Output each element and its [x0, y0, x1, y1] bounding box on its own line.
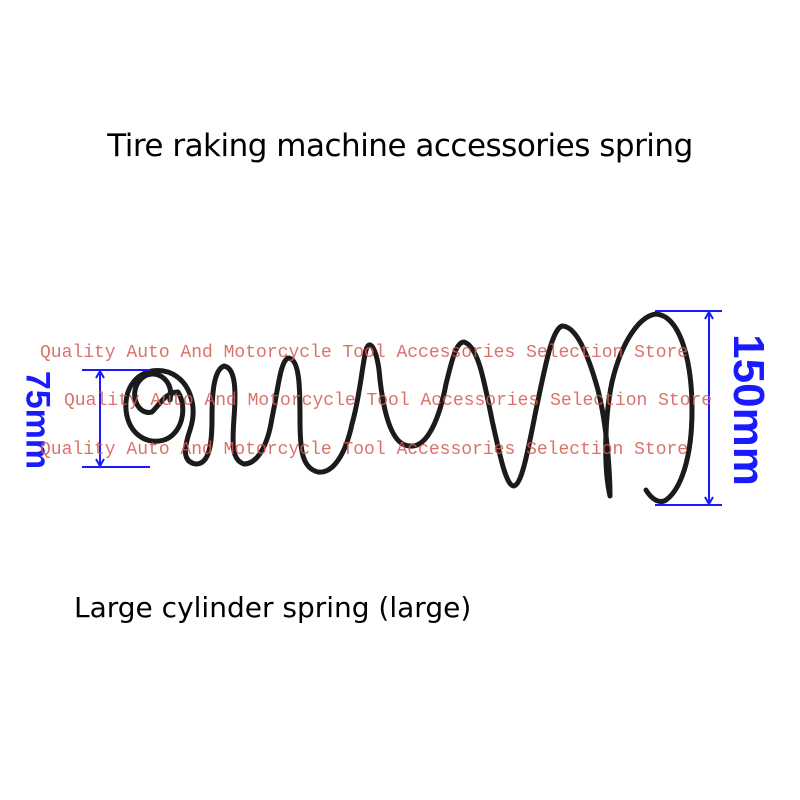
- large-end-dimension-label: 150mm: [724, 334, 773, 486]
- spring-coil: [123, 311, 695, 505]
- product-caption: Large cylinder spring (large): [74, 591, 472, 624]
- watermark-line: Quality Auto And Motorcycle Tool Accesso…: [40, 440, 689, 460]
- page-title: Tire raking machine accessories spring: [107, 128, 693, 164]
- large-end-dimension-line: [655, 309, 722, 507]
- watermark-line: Quality Auto And Motorcycle Tool Accesso…: [64, 391, 713, 411]
- watermark-line: Quality Auto And Motorcycle Tool Accesso…: [40, 343, 689, 363]
- small-end-dimension-line: [82, 368, 150, 469]
